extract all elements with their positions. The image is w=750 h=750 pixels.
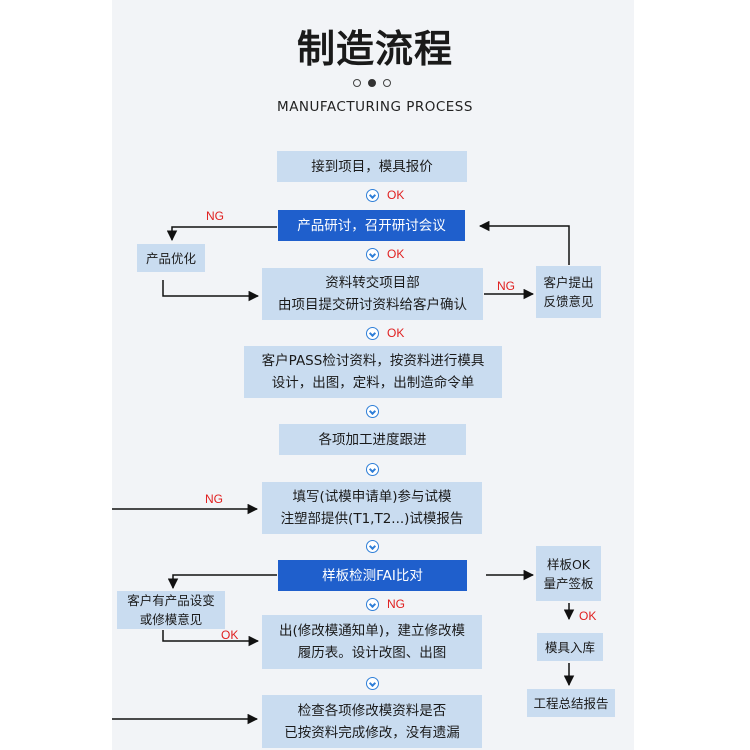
side-customer-feedback: 客户提出 反馈意见	[536, 266, 601, 318]
step-review-meeting: 产品研讨，召开研讨会议	[278, 210, 465, 241]
dot-icon-active	[368, 79, 376, 87]
step-verify-changes: 检查各项修改模资料是否 已按资料完成修改，没有遗漏	[262, 695, 482, 748]
step-quote: 接到项目，模具报价	[277, 151, 467, 182]
chevron-down-icon	[366, 677, 379, 690]
step-fai-inspection: 样板检测FAI比对	[278, 560, 467, 591]
chevron-down-icon	[366, 248, 379, 261]
chevron-down-icon	[366, 327, 379, 340]
arrow-feedback-to-s2	[478, 220, 570, 265]
label-ok-change: OK	[221, 628, 239, 642]
chevron-down-icon	[366, 405, 379, 418]
chevron-down-icon	[366, 189, 379, 202]
side-engineering-summary: 工程总结报告	[527, 689, 615, 717]
dot-icon	[383, 79, 391, 87]
arrow-fai-to-change	[167, 574, 277, 590]
step-trial-mold: 填写(试模申请单)参与试模 注塑部提供(T1,T2...)试模报告	[262, 482, 482, 534]
arrow-ng-optimize	[166, 226, 277, 242]
side-sample-approved: 样板OK 量产签板	[536, 546, 601, 601]
label-ng-optimize: NG	[206, 209, 224, 223]
chevron-down-icon	[366, 540, 379, 553]
step-design: 客户PASS检讨资料，按资料进行模具 设计，出图，定料，出制造命令单	[244, 346, 502, 398]
label-ok-approve: OK	[579, 609, 597, 623]
page-title: 制造流程	[296, 27, 453, 71]
step-progress-tracking: 各项加工进度跟进	[279, 424, 466, 455]
page-subtitle: MANUFACTURING PROCESS	[277, 99, 473, 115]
chevron-down-icon	[366, 463, 379, 476]
side-mold-storage: 模具入库	[537, 633, 603, 661]
label-ok-1: OK	[387, 188, 405, 202]
side-product-optimize: 产品优化	[137, 244, 205, 272]
label-ok-2: OK	[387, 247, 405, 261]
dot-icon	[353, 79, 361, 87]
label-ng-fai: NG	[387, 597, 405, 611]
pagination-dots	[353, 78, 397, 90]
step-handover: 资料转交项目部 由项目提交研讨资料给客户确认	[262, 268, 483, 320]
label-ng-feedback: NG	[497, 279, 515, 293]
arrow-optimize-to-s3	[162, 280, 260, 302]
chevron-down-icon	[366, 598, 379, 611]
arrow-change-to-s8	[162, 630, 260, 647]
label-ng-retest: NG	[205, 492, 223, 506]
label-ok-3: OK	[387, 326, 405, 340]
step-modify-notice: 出(修改模通知单)，建立修改模 履历表。设计改图、出图	[262, 615, 482, 669]
side-design-change: 客户有产品设变 或修模意见	[117, 591, 225, 629]
